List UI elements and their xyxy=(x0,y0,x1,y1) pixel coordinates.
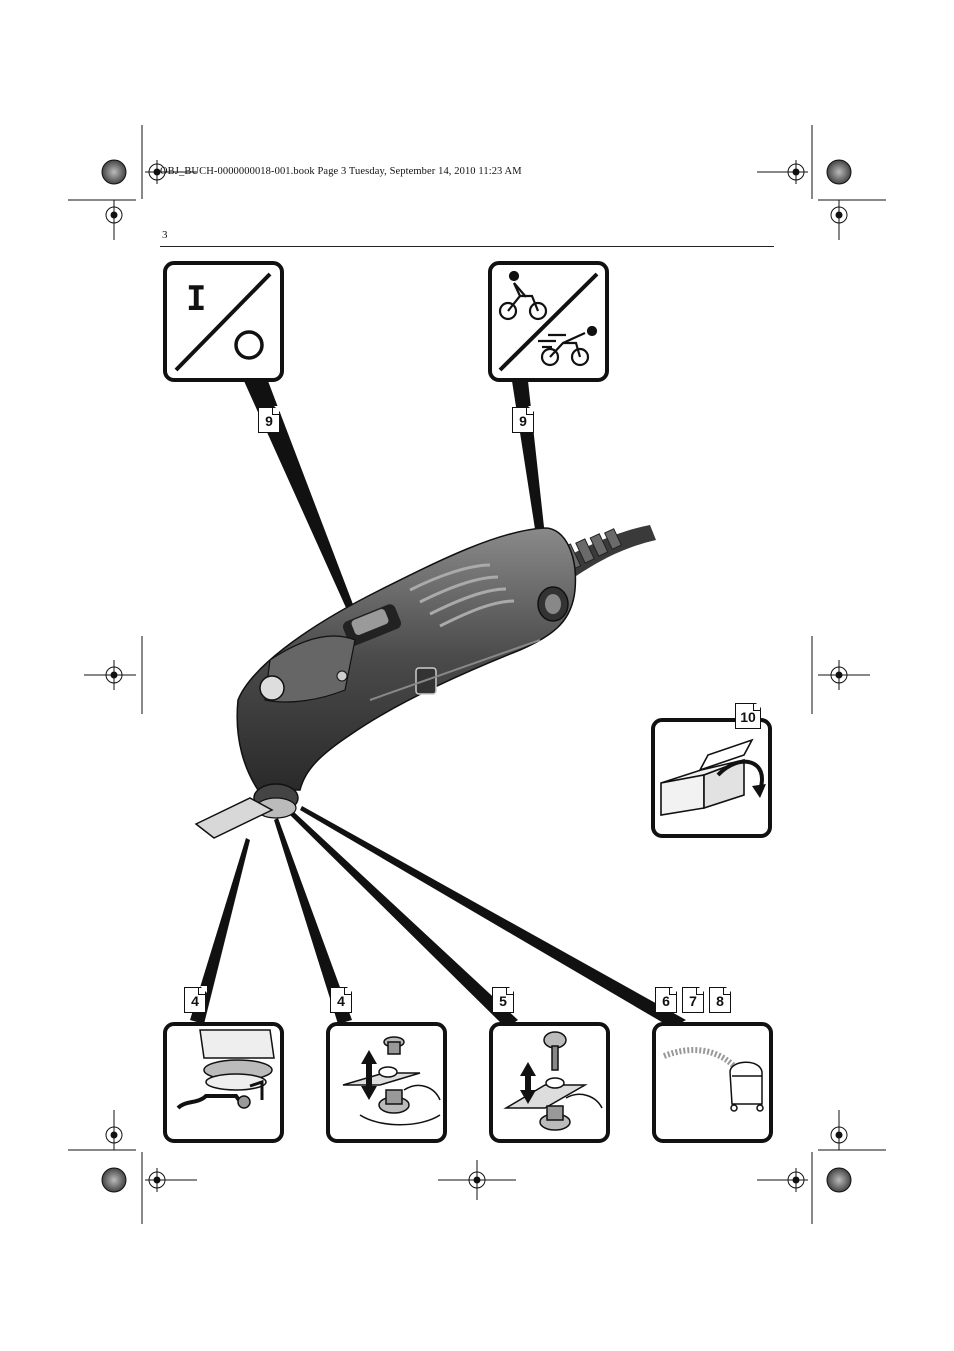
page-number: 3 xyxy=(162,229,168,241)
callout-ref-accessory[interactable]: 4 xyxy=(184,986,207,1013)
callout-ref-case[interactable]: 10 xyxy=(735,702,762,729)
on-off-switch-panel xyxy=(163,261,284,382)
leader-switch xyxy=(244,381,362,630)
case-icon xyxy=(660,738,754,816)
callout-ref-dust-3[interactable]: 8 xyxy=(709,986,732,1013)
multi-tool-illustration xyxy=(194,525,656,839)
off-circle-icon xyxy=(234,330,264,360)
callout-ref-dust-2[interactable]: 7 xyxy=(682,986,705,1013)
open-arrow-icon xyxy=(716,759,764,791)
clamping-screw-panel xyxy=(489,1022,610,1143)
on-off-switch xyxy=(342,604,402,646)
header-rule xyxy=(160,246,774,247)
saw-blade xyxy=(194,797,274,839)
callout-ref-clamp[interactable]: 5 xyxy=(492,986,515,1013)
callout-ref-dust-1[interactable]: 6 xyxy=(655,986,678,1013)
callout-ref-quick-release[interactable]: 4 xyxy=(330,986,353,1013)
color-target-icon xyxy=(101,159,127,185)
fast-bicycle-icon xyxy=(538,325,598,367)
slow-bicycle-icon xyxy=(498,270,548,321)
vacuum-cleaner-icon xyxy=(729,1061,764,1112)
leader-lines xyxy=(190,381,686,1028)
color-target-icon xyxy=(101,1167,127,1193)
callout-ref-switch[interactable]: 9 xyxy=(258,406,281,433)
print-header: OBJ_BUCH-0000000018-001.book Page 3 Tues… xyxy=(160,166,522,177)
accessory-mount-panel xyxy=(163,1022,284,1143)
up-down-arrow-icon xyxy=(520,1062,536,1104)
speed-selection-panel xyxy=(488,261,609,382)
registration-marks xyxy=(68,125,886,1224)
on-symbol-icon: I xyxy=(186,279,207,319)
callout-ref-speed[interactable]: 9 xyxy=(512,406,535,433)
dust-extraction-panel xyxy=(652,1022,773,1143)
speed-wheel xyxy=(537,586,569,622)
quick-release-panel xyxy=(326,1022,447,1143)
up-down-arrow-icon xyxy=(361,1050,377,1100)
color-target-icon xyxy=(826,159,852,185)
color-target-icon xyxy=(826,1167,852,1193)
storage-case-panel xyxy=(651,718,772,838)
